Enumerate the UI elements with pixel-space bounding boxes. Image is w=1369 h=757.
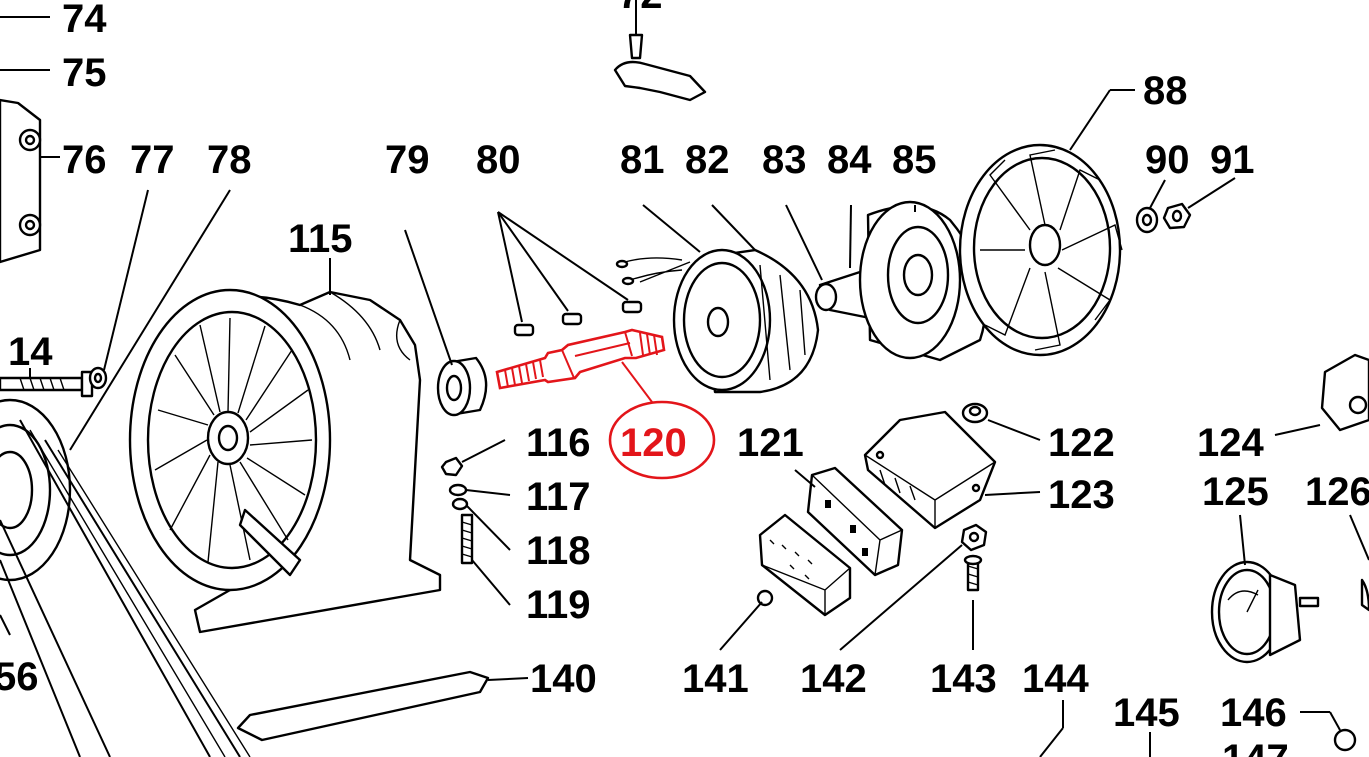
part-90-washer	[1135, 179, 1166, 234]
part-141-block	[719, 513, 852, 651]
part-125-gauge	[1210, 514, 1320, 664]
label-122: 122	[1048, 421, 1115, 465]
part-91-nut	[1162, 177, 1236, 230]
label-75: 75	[62, 51, 107, 95]
bottom-right-leaders	[1039, 700, 1357, 757]
pulley-and-belt	[0, 189, 251, 757]
label-77: 77	[130, 138, 175, 182]
label-123: 123	[1048, 473, 1115, 517]
label-84: 84	[827, 138, 872, 182]
part-117-washer	[448, 483, 511, 497]
part-140-gasket	[236, 670, 529, 742]
part-122-grommet	[961, 402, 1041, 441]
label-121: 121	[737, 421, 804, 465]
part-118-washer	[451, 497, 511, 551]
part-80-keys	[497, 211, 643, 337]
part-143-screw	[963, 554, 983, 650]
part-79-bearing	[404, 229, 488, 417]
label-80: 80	[476, 138, 521, 182]
part-115-housing	[128, 258, 442, 634]
part-85-fan-housing	[858, 200, 987, 362]
label-125: 125	[1202, 470, 1269, 514]
part-81-82-rotor	[615, 204, 820, 394]
label-56: 56	[0, 655, 39, 699]
label-117: 117	[526, 475, 591, 519]
part-120-shaft	[495, 328, 716, 480]
label-145: 145	[1113, 691, 1180, 735]
label-120-highlighted: 120	[620, 421, 687, 465]
label-76: 76	[62, 138, 107, 182]
label-82: 82	[685, 138, 730, 182]
part-124-switch	[1274, 353, 1369, 436]
part-116-nut	[440, 439, 506, 477]
part-123-regulator	[863, 410, 1041, 530]
label-142: 142	[800, 657, 867, 701]
part-88-fan	[958, 89, 1135, 357]
label-126: 126	[1305, 470, 1369, 514]
label-116: 116	[526, 421, 591, 465]
part-72-clip	[613, 0, 707, 102]
label-119: 119	[526, 583, 591, 627]
label-74: 74	[62, 0, 107, 41]
label-14: 14	[8, 330, 53, 374]
label-83: 83	[762, 138, 807, 182]
label-146: 146	[1220, 691, 1287, 735]
label-88: 88	[1143, 69, 1188, 113]
label-115: 115	[288, 217, 353, 261]
bracket-top-left	[0, 16, 60, 264]
label-85: 85	[892, 138, 937, 182]
label-144: 144	[1022, 657, 1089, 701]
label-147: 147	[1222, 737, 1289, 757]
label-140: 140	[530, 657, 597, 701]
label-118: 118	[526, 529, 591, 573]
part-142-nut	[839, 523, 988, 651]
label-72: 72	[618, 0, 663, 17]
label-79: 79	[385, 138, 430, 182]
part-126-fitting	[1349, 514, 1369, 612]
label-90: 90	[1145, 138, 1190, 182]
label-78: 78	[207, 138, 252, 182]
label-91: 91	[1210, 138, 1255, 182]
part-77-washer	[88, 189, 149, 390]
label-141: 141	[682, 657, 749, 701]
label-124: 124	[1197, 421, 1264, 465]
part-119-stud	[460, 513, 511, 606]
label-81: 81	[620, 138, 665, 182]
part-121-connector	[794, 466, 904, 577]
label-143: 143	[930, 657, 997, 701]
part-14-bolt	[0, 368, 94, 398]
